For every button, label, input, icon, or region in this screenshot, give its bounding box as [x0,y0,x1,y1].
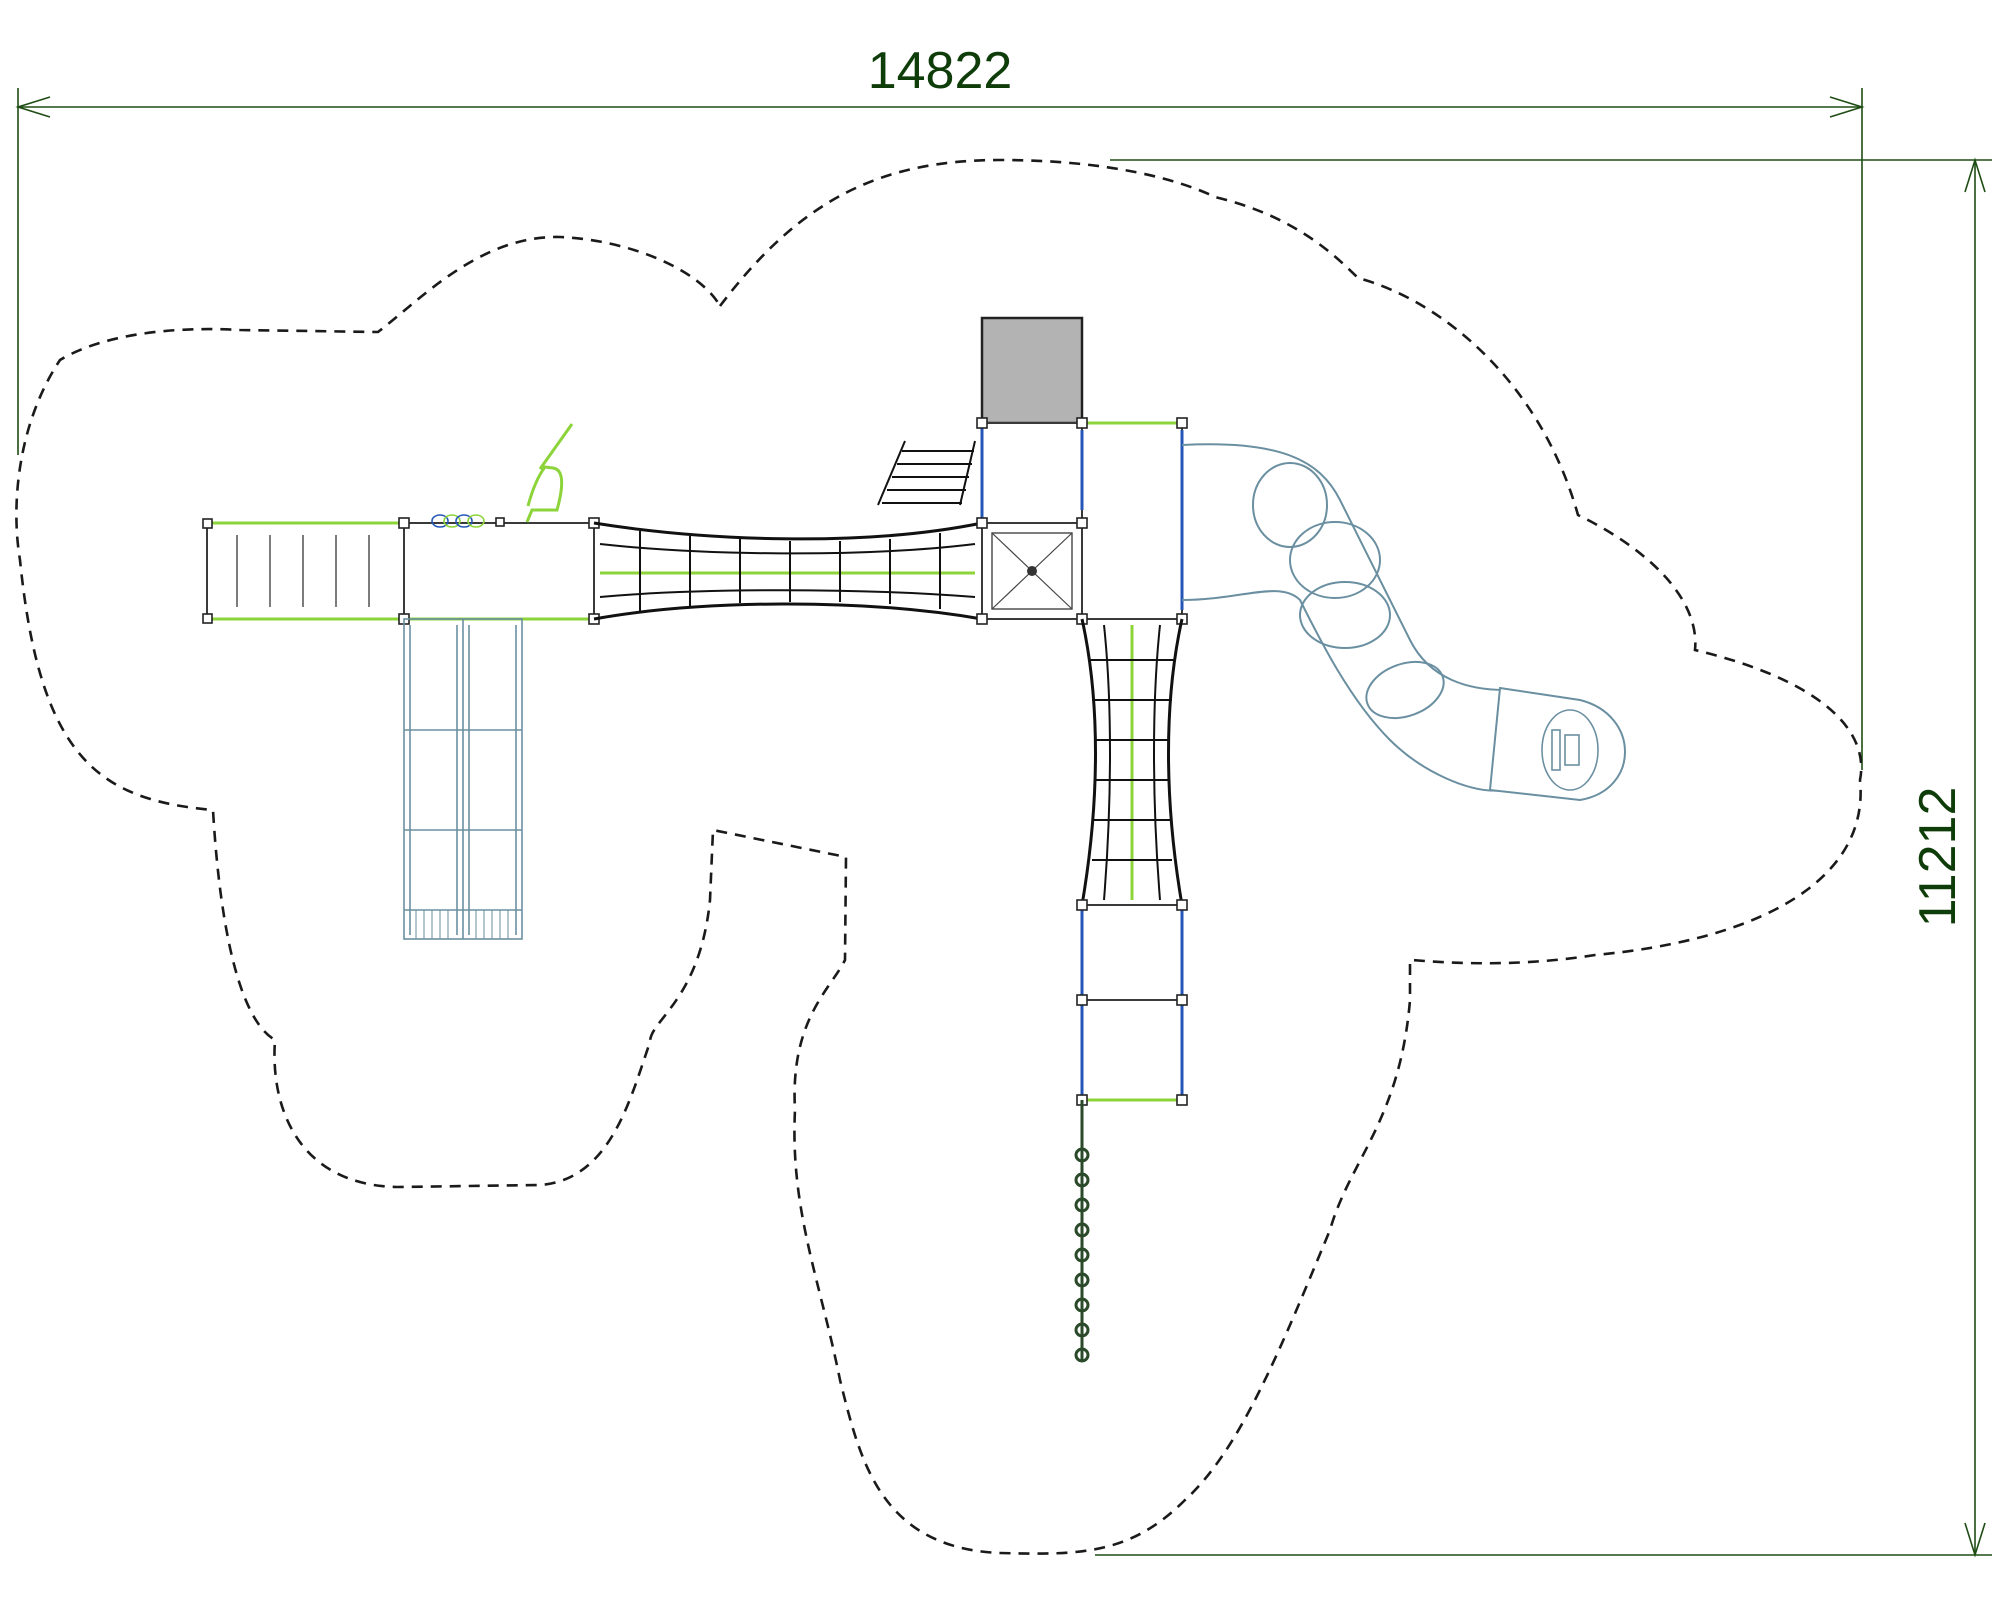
chain-climber [1074,1100,1090,1363]
width-dimension-label: 14822 [868,42,1013,100]
tube-slide [1181,443,1626,802]
left-balcony-platform [202,518,405,624]
safety-zone-outline [15,158,1863,1555]
lower-deck-south [1080,999,1184,1102]
tower-deck-north [980,422,1083,524]
width-dimension: 14822 [15,42,1865,770]
step-ladder [877,440,976,506]
arch-climber [525,423,574,523]
left-main-deck [398,517,600,625]
height-dimension-label: 11212 [1909,787,1967,928]
tower-roof [980,316,1084,425]
height-dimension: 11212 [1095,157,1992,1558]
tower-deck-east [1080,421,1184,620]
net-bridge-vertical [1080,618,1184,906]
tower-deck-center [981,522,1083,620]
lower-deck-north [1080,904,1184,1001]
double-slide [403,618,523,940]
net-bridge-horizontal [593,521,983,621]
ring-rungs [431,514,485,528]
